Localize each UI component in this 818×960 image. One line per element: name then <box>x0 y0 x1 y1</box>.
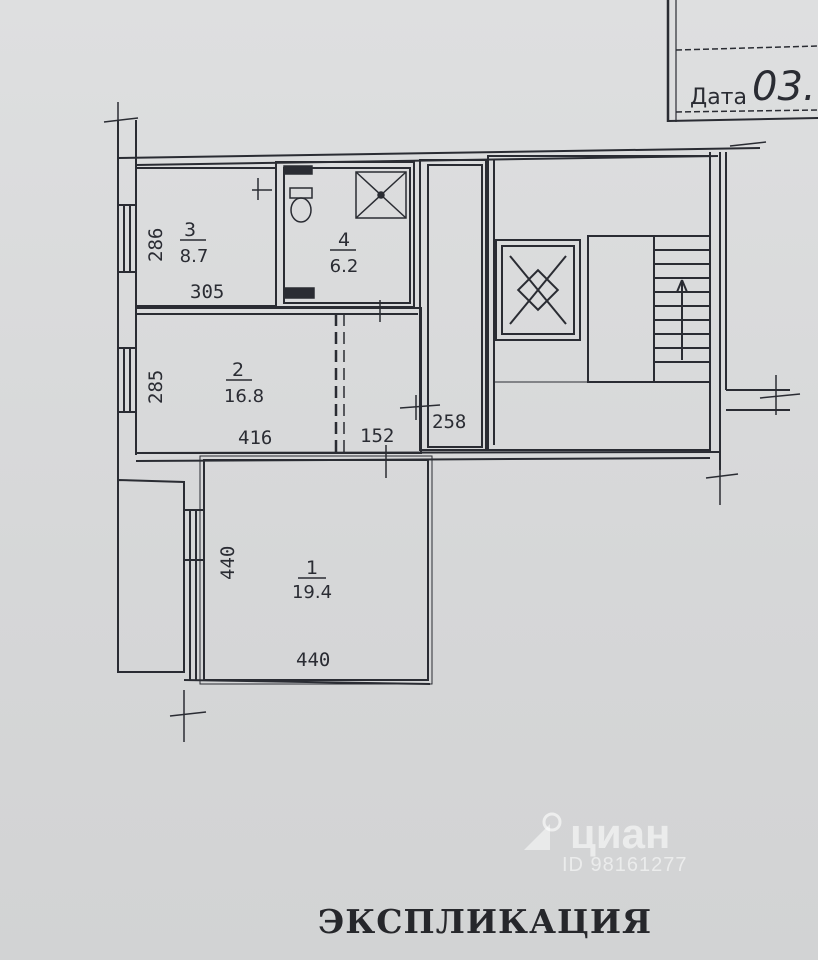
dim-room1-height: 440 <box>217 546 239 580</box>
room-3-area: 8.7 <box>180 246 209 267</box>
stamp-label: Дата <box>690 85 747 110</box>
toilet-icon <box>289 187 313 223</box>
watermark-brand: циан <box>570 810 671 857</box>
dim-closet-width: 152 <box>360 425 394 447</box>
dim-room3-height: 286 <box>145 228 167 262</box>
room-2-number: 2 <box>232 359 244 381</box>
stamp-value: 03. <box>752 64 816 110</box>
room-4-number: 4 <box>338 229 350 251</box>
room-3-number: 3 <box>184 219 196 241</box>
dim-room3-width: 305 <box>190 281 224 303</box>
dim-room1-width: 440 <box>296 649 330 671</box>
room-1-number: 1 <box>306 557 318 579</box>
location-pin-icon <box>524 812 562 850</box>
walls <box>103 102 801 742</box>
room-1-area: 19.4 <box>292 582 332 603</box>
sink-icon <box>283 165 315 299</box>
watermark-id: ID 98161277 <box>562 854 688 876</box>
dim-corridor-width: 258 <box>432 411 466 433</box>
dim-room2-width: 416 <box>238 427 272 449</box>
title-stamp <box>666 0 818 122</box>
room-2-area: 16.8 <box>224 386 264 407</box>
shower-tray-icon <box>355 171 407 219</box>
room-4-area: 6.2 <box>330 256 359 277</box>
caption-title: ЭКСПЛИКАЦИЯ <box>318 902 653 941</box>
dim-room2-height: 285 <box>145 370 167 404</box>
